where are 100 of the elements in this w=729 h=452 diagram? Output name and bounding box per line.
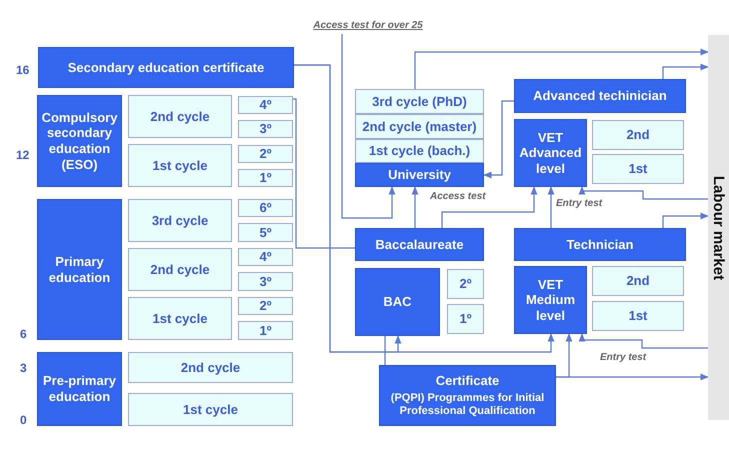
arrow	[662, 212, 709, 228]
stage-box	[355, 268, 440, 336]
edge-label: Entry test	[556, 198, 602, 209]
arrow	[578, 186, 708, 200]
year-box	[238, 272, 293, 291]
box-label: 1st	[628, 308, 648, 324]
stage-box	[379, 365, 556, 426]
arrow	[548, 186, 554, 228]
note-text: Access test for over 25	[300, 18, 436, 34]
box-label: Compulsory secondary education (ESO)	[40, 110, 118, 172]
arrow	[483, 100, 514, 178]
box-description: (PQPI) Programmes for Initial Professional Qualification	[390, 392, 546, 418]
box-label: Baccalaureate	[375, 236, 464, 252]
box-label: 2nd cycle (master)	[362, 118, 477, 134]
year-box	[238, 169, 293, 187]
age-label: 0	[20, 413, 27, 427]
year-box	[238, 96, 293, 114]
stage-box	[355, 228, 484, 261]
cycle-box	[128, 248, 232, 291]
connector-line	[293, 98, 355, 249]
box-label: 1º	[260, 170, 272, 186]
year-box	[238, 199, 293, 217]
box-label: 1st cycle	[152, 310, 208, 326]
box-label: 2º	[460, 276, 472, 292]
year-box	[238, 145, 293, 163]
arrow	[441, 186, 538, 228]
box-label: 3rd cycle	[152, 212, 208, 228]
age-label: 12	[16, 148, 30, 162]
box-label: 3º	[260, 121, 272, 137]
stage-box	[514, 228, 686, 261]
box-label: Secondary education certificate	[68, 60, 264, 76]
edge-label: Access test	[430, 191, 486, 202]
box-label: 2nd cycle	[150, 262, 210, 278]
arrow	[556, 374, 709, 380]
age-label: 16	[16, 63, 30, 77]
box-label: Advanced techinician	[533, 88, 667, 104]
stage-box	[514, 266, 587, 334]
box-label: 2nd	[626, 127, 650, 143]
cycle-box	[355, 89, 484, 114]
cycle-box	[355, 139, 484, 163]
box-label: 2nd cycle	[180, 360, 240, 376]
cycle-box	[128, 95, 232, 138]
box-label: 1st cycle	[183, 402, 238, 418]
year-box	[238, 248, 293, 266]
stage-box	[514, 119, 587, 187]
box-label: 3º	[260, 274, 272, 290]
stage-box	[355, 163, 484, 187]
box-label: 6º	[260, 200, 272, 216]
box-label: 1º	[260, 322, 272, 338]
year-box	[592, 301, 684, 331]
arrow	[412, 186, 418, 228]
box-label: 4º	[260, 249, 272, 265]
cycle-box	[128, 144, 232, 187]
box-label: University	[388, 167, 451, 183]
cycle-box	[128, 393, 293, 426]
box-label: VET Advanced level	[518, 130, 583, 176]
box-label: Pre-primary education	[42, 373, 117, 405]
box-label: Technician	[566, 236, 634, 252]
box-label: 2nd	[626, 273, 650, 289]
connector-line	[384, 336, 386, 365]
arrow	[662, 64, 709, 79]
age-label: 3	[20, 361, 27, 375]
year-box	[592, 154, 684, 184]
side-band	[708, 35, 729, 420]
box-label: 2º	[260, 298, 272, 314]
cycle-box	[355, 114, 484, 139]
box-label: 1st cycle (bach.)	[368, 143, 470, 159]
year-box	[447, 304, 484, 334]
age-label: 6	[20, 327, 27, 341]
box-label: VET Medium level	[524, 276, 576, 324]
year-box	[592, 120, 684, 150]
arrow	[341, 34, 396, 219]
box-label: 1st cycle	[152, 158, 208, 174]
box-label: Primary education	[48, 254, 112, 286]
arrow	[294, 64, 554, 353]
box-label: 3rd cycle (PhD)	[372, 94, 467, 110]
year-box	[238, 321, 293, 340]
box-label: 2º	[260, 146, 272, 162]
stage-box	[37, 95, 122, 187]
stage-box	[37, 352, 122, 426]
arrow	[414, 48, 709, 89]
year-box	[238, 297, 293, 315]
year-box	[447, 269, 484, 299]
year-box	[238, 120, 293, 138]
box-label: 2nd cycle	[150, 108, 210, 124]
arrow	[578, 333, 708, 349]
box-label: 4º	[260, 97, 272, 113]
box-label: 1º	[460, 311, 472, 327]
cycle-box	[128, 199, 232, 242]
box-label: 1st	[628, 161, 648, 177]
stage-box	[514, 79, 686, 113]
box-label: Labour market	[710, 175, 728, 280]
box-label: BAC	[383, 294, 412, 310]
year-box	[592, 266, 684, 296]
box-label: Certificate	[436, 373, 500, 389]
box-label: 5º	[260, 224, 272, 240]
year-box	[238, 223, 293, 242]
section-header	[38, 47, 294, 88]
cycle-box	[128, 352, 293, 383]
edge-label: Entry test	[600, 352, 646, 363]
